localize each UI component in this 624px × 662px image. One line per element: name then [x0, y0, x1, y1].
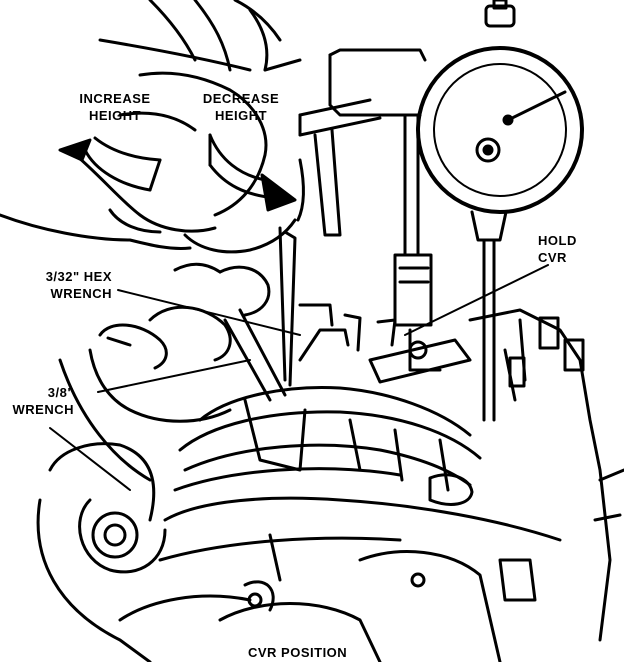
lower-housing — [36, 442, 562, 662]
increase-arrow-icon — [58, 136, 162, 192]
hold-cvr-label: HOLD CVR — [538, 233, 577, 265]
hex-wrench — [278, 226, 297, 387]
wrench-3-8-label: 3/8" WRENCH — [12, 385, 74, 417]
decrease-arrow-icon — [208, 133, 297, 212]
lower-hand — [58, 262, 287, 482]
decrease-height-label: DECREASE HEIGHT — [202, 91, 280, 123]
figure-caption: CVR POSITION — [248, 645, 348, 660]
indicator-stand — [298, 48, 433, 327]
hex-wrench-label: 3/32" HEX WRENCH — [45, 269, 112, 301]
upper-hand — [0, 0, 305, 254]
dial-indicator — [416, 0, 584, 422]
increase-height-label: INCREASE HEIGHT — [79, 91, 151, 123]
carburetor-body — [173, 303, 624, 642]
leader-lines — [49, 264, 549, 491]
